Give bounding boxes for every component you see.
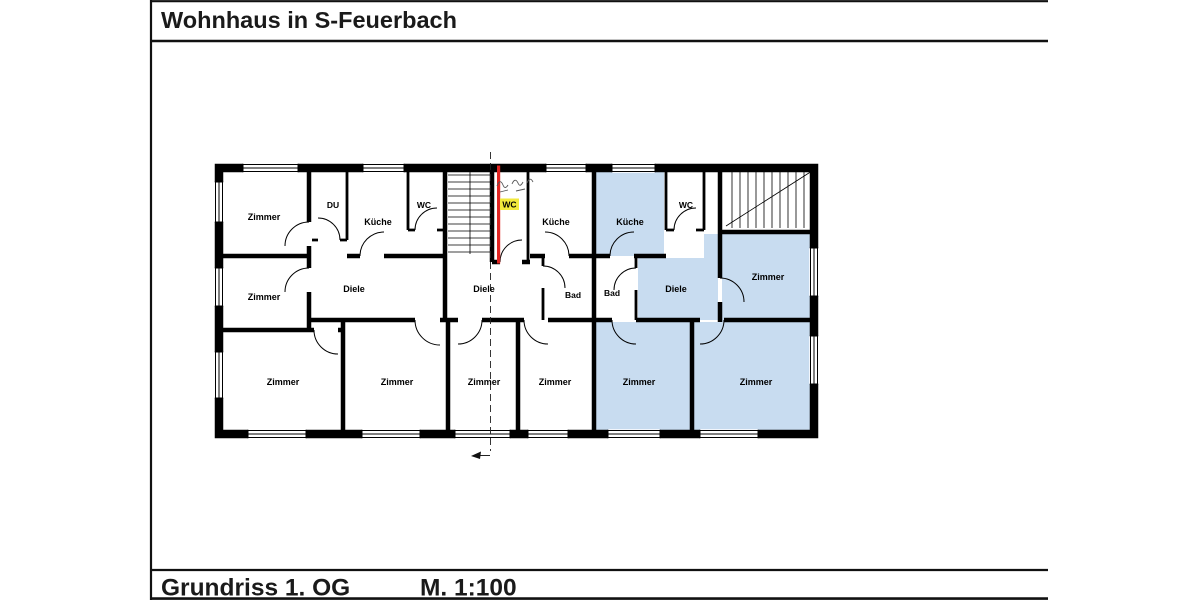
floor-plan: Zimmer DU Küche WC WC Küche Küche WC Zim…	[214, 152, 819, 459]
room-label-zimmer-mid-left: Zimmer	[248, 292, 281, 302]
room-label-wc-left: WC	[417, 200, 431, 210]
handwritten-annotation	[496, 178, 534, 193]
staircase-center	[448, 170, 492, 254]
section-marker-red	[497, 165, 501, 264]
sheet-frame	[149, 0, 1048, 600]
room-labels: Zimmer DU Küche WC WC Küche Küche WC Zim…	[248, 200, 785, 388]
room-label-diele-right: Diele	[665, 284, 687, 294]
room-label-zimmer-bottom-1: Zimmer	[267, 377, 300, 387]
interior-main-walls	[217, 166, 814, 436]
room-label-zimmer-right: Zimmer	[752, 272, 785, 282]
room-label-wc-right: WC	[679, 200, 693, 210]
highlight-zimmer-right	[722, 234, 810, 322]
highlight-fills	[596, 168, 810, 430]
highlight-zimmer-bottom-5	[596, 322, 690, 430]
highlight-landing-right	[704, 234, 720, 260]
footer-plan-name: Grundriss 1. OG	[161, 575, 350, 600]
stair-treads-right	[725, 168, 813, 228]
door-swing-arcs	[284, 207, 745, 355]
window-glazing-lines	[214, 163, 819, 439]
room-label-zimmer-bottom-5: Zimmer	[623, 377, 656, 387]
room-label-zimmer-bottom-2: Zimmer	[381, 377, 414, 387]
room-label-kueche-right: Küche	[616, 217, 644, 227]
page-title: Wohnhaus in S-Feuerbach	[161, 7, 457, 33]
room-label-wc-center: WC	[502, 200, 516, 210]
room-label-diele-left: Diele	[343, 284, 365, 294]
section-line	[471, 152, 501, 459]
room-label-kueche-left: Küche	[364, 217, 392, 227]
room-label-dusche: DU	[327, 200, 339, 210]
highlight-zimmer-bottom-6	[694, 322, 810, 430]
room-label-diele-center: Diele	[473, 284, 495, 294]
highlight-diele-right	[638, 258, 718, 320]
room-label-zimmer-top-left: Zimmer	[248, 212, 281, 222]
room-label-bad-right: Bad	[604, 288, 620, 298]
room-label-zimmer-bottom-4: Zimmer	[539, 377, 572, 387]
footer: Grundriss 1. OG M. 1:100	[161, 575, 517, 600]
room-label-zimmer-bottom-6: Zimmer	[740, 377, 773, 387]
section-arrow-head	[471, 451, 481, 459]
room-label-zimmer-bottom-3: Zimmer	[468, 377, 501, 387]
interior-partition-walls	[312, 168, 706, 320]
stair-treads-center	[448, 170, 492, 254]
highlight-kueche-right	[596, 168, 664, 256]
room-label-bad-left: Bad	[565, 290, 581, 300]
wc-highlight-box	[500, 198, 519, 210]
staircase-right	[725, 168, 813, 228]
footer-plan-scale: M. 1:100	[420, 575, 517, 600]
room-label-kueche-center: Küche	[542, 217, 570, 227]
